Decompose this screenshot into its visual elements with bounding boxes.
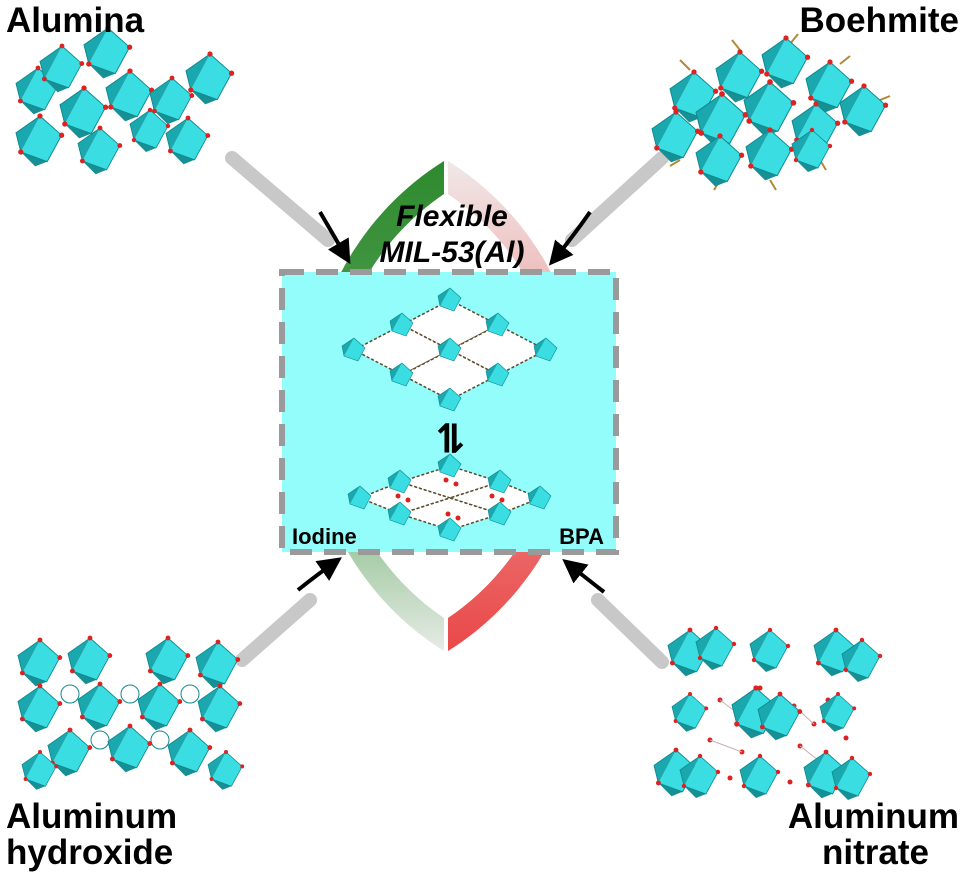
hydrophilic-ring-text: hydrophilic [127,265,207,538]
label-nitrate-line1: Aluminum [787,797,959,836]
arrow-nitrate [591,593,669,669]
arrow-head-top-right [548,210,592,266]
label-nitrate-line2: nitrate [822,833,929,872]
arrow-hydroxide [235,593,317,667]
open-pore-structure [352,299,548,401]
arrow-boehmite [565,151,669,247]
bpa-tag: BPA [559,524,604,549]
arrow-head-top-left [318,210,351,265]
arrow-head-bottom-left [296,557,342,592]
hydrophobic-ring-text: hydrophobic [678,252,766,552]
label-hydroxide-line2: hydroxide [6,833,174,872]
boehmite-structure-image [651,33,891,191]
iodine-tag: Iodine [292,524,357,549]
label-hydroxide-line1: Aluminum [6,797,178,836]
aluminum-hydroxide-structure-image [17,635,245,791]
curved-black-arrows [296,210,606,594]
label-alumina: Alumina [6,1,145,40]
alumina-structure-image [15,24,235,175]
title-flexible: Flexible [396,200,508,233]
arrow-alumina [225,151,335,247]
mil53-framework-panel: ⇌ Iodine BPA [279,269,619,555]
label-boehmite: Boehmite [799,1,959,40]
title-mil53: MIL-53(Al) [380,236,525,269]
aluminum-nitrate-structure-image [653,625,883,801]
guest-molecules [395,477,505,521]
arrow-head-bottom-right [562,559,606,594]
equilibrium-arrows: ⇌ [428,421,474,455]
precursor-arrows [225,151,669,669]
